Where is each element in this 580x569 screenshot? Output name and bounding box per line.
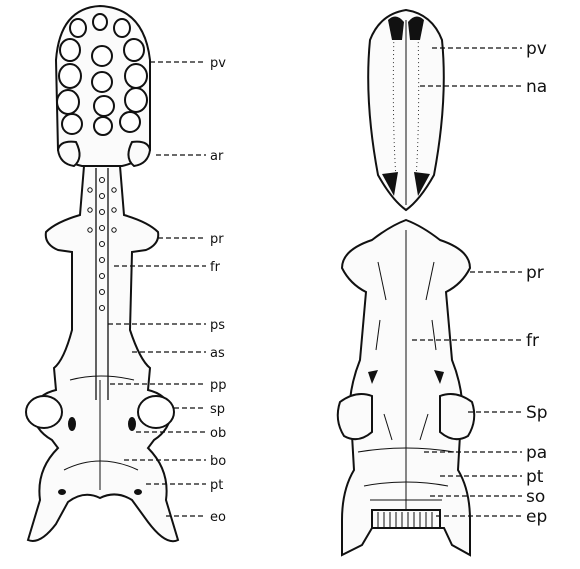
right-label-pv: pv — [526, 39, 547, 59]
right-label-pr: pr — [526, 263, 544, 283]
left-label-pr: pr — [210, 232, 224, 247]
left-skull-drawing — [26, 6, 178, 541]
right-label-na: na — [526, 77, 547, 97]
left-label-pv: pv — [210, 56, 226, 71]
left-label-as: as — [210, 346, 225, 361]
right-label-ep: ep — [526, 507, 547, 527]
right-label-pt: pt — [526, 467, 544, 487]
left-label-ps: ps — [210, 318, 225, 333]
right-label-fr: fr — [526, 331, 539, 351]
left-label-pt: pt — [210, 478, 223, 493]
left-skull-body — [28, 166, 178, 541]
left-label-ob: ob — [210, 426, 226, 441]
right-label-sp: Sp — [526, 403, 548, 423]
left-label-pp: pp — [210, 378, 227, 393]
right-label-pa: pa — [526, 443, 547, 463]
left-label-sp: sp — [210, 402, 225, 417]
left-labels: pv ar pr fr ps as pp sp ob bo pt eo — [210, 56, 227, 525]
right-skull-drawing — [338, 10, 475, 555]
right-labels: pv na pr fr Sp pa pt so ep — [526, 39, 548, 527]
left-label-ar: ar — [210, 149, 224, 164]
right-label-so: so — [526, 487, 545, 507]
left-label-bo: bo — [210, 454, 226, 469]
left-label-eo: eo — [210, 510, 226, 525]
left-label-fr: fr — [210, 260, 221, 275]
